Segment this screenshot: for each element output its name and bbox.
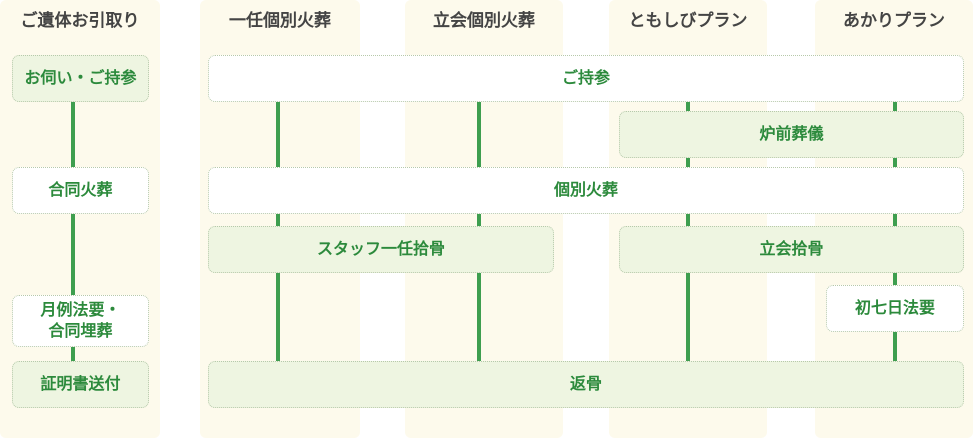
header-akari-plan: あかりプラン	[843, 11, 945, 31]
header-tomoshibi-plan: ともしびプラン	[628, 11, 748, 31]
step-pre-furnace-ceremony: 炉前葬儀	[619, 111, 964, 158]
connector-pickup-1	[71, 100, 75, 168]
step-memorial-line2: 合同埋葬	[48, 321, 113, 340]
connector-pickup-2	[71, 213, 75, 296]
step-memorial-joint-burial: 月例法要・ 合同埋葬	[12, 295, 149, 347]
header-pickup: ご遺体お引取り	[20, 11, 140, 31]
step-joint-cremation: 合同火葬	[12, 167, 149, 214]
step-individual-cremation: 個別火葬	[208, 167, 964, 214]
step-return-bones: 返骨	[208, 361, 964, 408]
step-certificate-delivery: 証明書送付	[12, 361, 149, 408]
header-entrusted-individual-cremation: 一任個別火葬	[229, 11, 331, 31]
step-memorial-line1: 月例法要・	[40, 300, 121, 320]
connector-pickup-3	[71, 346, 75, 362]
step-visit-or-bring: お伺い・ご持参	[12, 55, 149, 102]
step-attended-bone-collection: 立会拾骨	[619, 226, 964, 273]
step-staff-bone-collection: スタッフ一任拾骨	[208, 226, 554, 273]
header-attended-individual-cremation: 立会個別火葬	[433, 11, 535, 31]
step-first-seventh-day-memorial: 初七日法要	[826, 285, 964, 332]
step-bring: ご持参	[208, 55, 964, 102]
